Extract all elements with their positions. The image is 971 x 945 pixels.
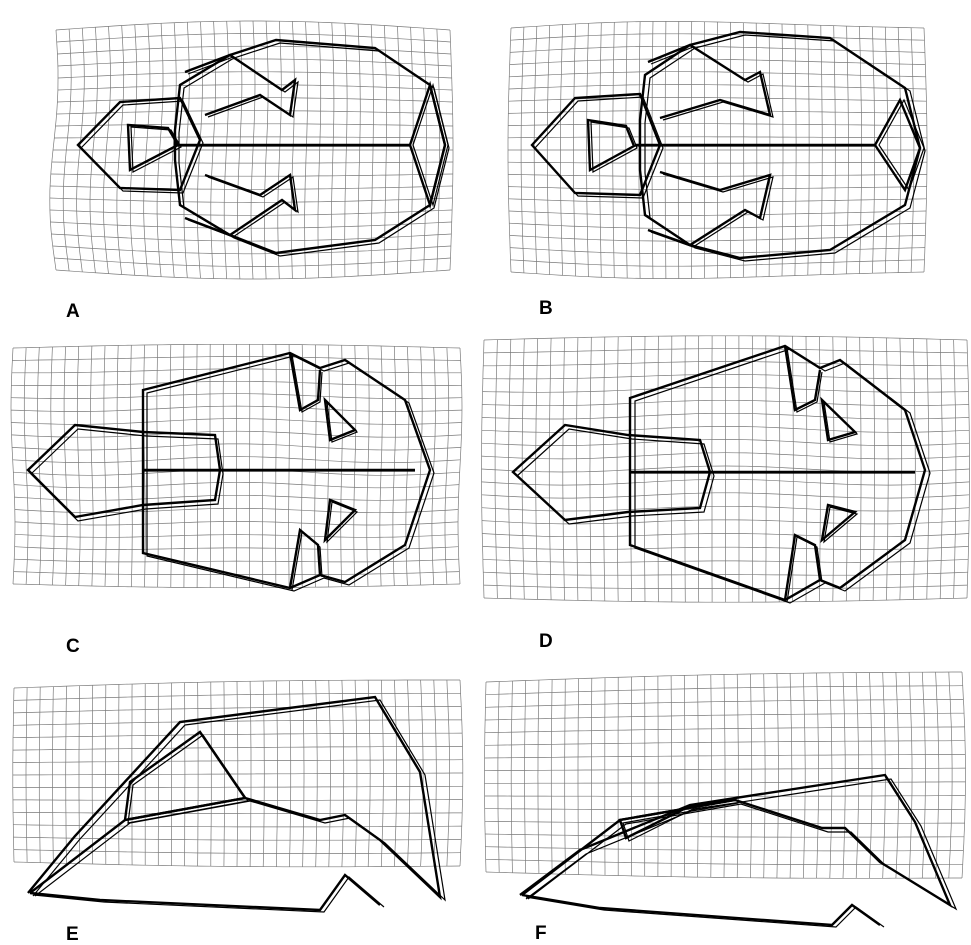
panel-label-c: C [66,637,80,656]
grid-line [536,339,538,600]
grid-line [170,345,171,588]
panel-label-a: A [66,302,80,321]
outline-panel-c [28,353,434,591]
grid-line [869,673,872,879]
grid-line [830,673,832,878]
jaw-outline [30,875,380,910]
grid-line [276,344,277,587]
grid-line [846,337,847,601]
grid-line [341,345,343,587]
grid-panel-f [485,672,966,878]
grid-line [117,346,119,587]
grid-line [843,673,845,879]
grid-line [896,672,899,878]
grid-line [130,345,132,587]
grid-line [873,338,875,601]
right-process-outline-reference [651,174,773,247]
grid-line [354,346,356,587]
skull-outlines [28,32,956,927]
grid-line [803,673,805,878]
grid-line [685,336,686,602]
grid-line [790,673,792,878]
skull-outline-reference [147,356,434,591]
grid-line [949,672,952,878]
grid-line [856,673,858,879]
grid-line [432,347,436,584]
grid-line [104,346,106,587]
grid-line [936,672,939,878]
jaw-outline [522,895,880,925]
grid-line [777,674,779,879]
grid-line [64,347,67,586]
grid-panel-d [482,336,970,602]
grid-line [737,674,738,878]
grid-line [590,337,591,600]
grid-line [77,346,80,585]
grid-line [750,674,751,878]
grid-line [900,338,902,600]
grid-line [549,338,551,600]
grid-line [724,675,725,878]
grid-line [698,675,699,877]
grid-line [91,346,94,586]
grid-line [551,680,552,874]
grid-line [909,672,912,878]
grid-line [711,675,712,878]
panel-label-b: B [539,299,553,318]
grid-line [578,679,579,875]
grid-line [779,336,780,602]
outline-panel-d [513,346,930,603]
grid-line [315,345,316,587]
grid-line [764,674,765,878]
grid-line [509,339,511,598]
skull-outline-reference [179,43,449,256]
orbit-outline [128,125,178,170]
grid-line [684,675,685,877]
grid-line [51,347,54,585]
grid-line [302,345,303,588]
grid-line [817,673,819,878]
grid-line [671,676,672,877]
skull-outline-reference [645,35,925,261]
skull-outline-reference [635,349,930,603]
panel-label-d: D [539,632,553,651]
grid-line [617,337,618,601]
grid-line [671,336,672,602]
grid-line [525,681,526,874]
grid-line [419,347,422,585]
grid-line [913,339,915,600]
grid-line [498,682,499,873]
grid-line [833,337,834,601]
grid-line [328,345,330,587]
grid-line [563,338,565,600]
left-process-outline [648,45,770,118]
outline-panel-e [28,697,445,912]
grid-line [538,680,539,874]
grid-line [458,348,462,584]
grid-line [380,346,383,586]
grid-line [157,345,158,587]
grid-line [485,682,487,872]
grid-line [367,346,369,587]
panel-label-e: E [66,925,79,944]
right-process-outline [185,175,295,235]
grid-line [11,348,15,584]
grid-line [445,348,449,585]
grid-line [289,345,290,588]
grid-line [604,337,605,601]
grid-line [940,339,942,598]
skull-outline [28,697,440,897]
grid-line [576,338,578,601]
outline-panel-a [78,40,449,256]
grid-line [565,679,566,874]
grid-line [511,681,512,873]
panel-label-f: F [535,924,547,943]
jaw-outline-reference [526,897,884,927]
grid-line [962,672,966,878]
grid-line [24,348,28,585]
